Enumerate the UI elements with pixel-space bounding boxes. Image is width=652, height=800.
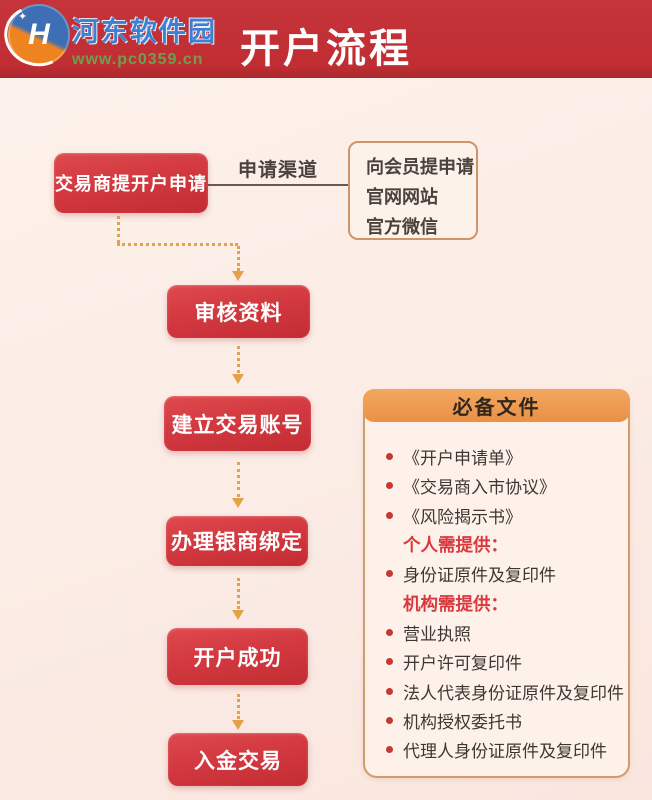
document-item: 代理人身份证原件及复印件 — [365, 735, 628, 764]
watermark-text: 河东软件园 www.pc0359.cn — [72, 4, 217, 69]
channel-item-website: 官网网站 — [366, 187, 438, 207]
documents-panel-title: 必备文件 — [363, 389, 630, 422]
site-logo-icon: ✦ H — [0, 0, 78, 75]
bullet-dot-icon — [386, 511, 393, 519]
channels-caption: 申请渠道 — [237, 160, 318, 181]
document-item: 身份证原件及复印件 — [365, 559, 628, 588]
site-logo: ✦ H 河东软件园 www.pc0359.cn — [0, 0, 217, 75]
connector-step4-step5 — [237, 578, 240, 609]
watermark-site-name: 河东软件园 — [72, 17, 217, 47]
connector-channels-line — [208, 184, 348, 186]
connector-elbow-vertical-2 — [237, 246, 240, 271]
watermark-site-url: www.pc0359.cn — [72, 51, 204, 68]
logo-monogram: H — [28, 18, 50, 51]
channels-box: 向会员提申请 官网网站 官方微信 — [348, 141, 478, 240]
bullet-dot-icon — [386, 453, 393, 461]
documents-panel: 必备文件 《开户申请单》 《交易商入市协议》 《风险揭示书》 个人需提供： 身份… — [363, 389, 630, 778]
arrow-down-icon — [232, 498, 244, 508]
arrow-down-icon — [232, 271, 244, 281]
arrow-down-icon — [232, 374, 244, 384]
flow-step-review: 审核资料 — [167, 285, 310, 338]
connector-step3-step4 — [237, 462, 240, 497]
connector-step5-step6 — [237, 694, 240, 719]
header-banner: ✦ H 河东软件园 www.pc0359.cn 开户流程 — [0, 0, 652, 78]
document-item: 《交易商入市协议》 — [365, 471, 628, 500]
arrow-down-icon — [232, 720, 244, 730]
document-item: 开户许可复印件 — [365, 647, 628, 676]
document-item: 机构授权委托书 — [365, 706, 628, 735]
channel-item-wechat: 官方微信 — [366, 217, 438, 237]
documents-list: 《开户申请单》 《交易商入市协议》 《风险揭示书》 个人需提供： 身份证原件及复… — [365, 442, 628, 764]
bullet-dot-icon — [386, 746, 393, 754]
bullet-dot-icon — [386, 658, 393, 666]
bullet-dot-icon — [386, 687, 393, 695]
page-title: 开户流程 — [240, 27, 412, 71]
document-item: 《开户申请单》 — [365, 442, 628, 471]
channel-item-member: 向会员提申请 — [366, 157, 474, 177]
flow-step-apply: 交易商提开户申请 — [54, 153, 208, 213]
connector-elbow-vertical-1 — [117, 216, 120, 243]
arrow-down-icon — [232, 610, 244, 620]
document-group-label-institution: 机构需提供： — [403, 593, 508, 614]
connector-step2-step3 — [237, 346, 240, 373]
bullet-dot-icon — [386, 482, 393, 490]
flow-step-bank-binding: 办理银商绑定 — [166, 516, 308, 566]
document-item: 《风险揭示书》 — [365, 501, 628, 530]
connector-elbow-horizontal — [117, 243, 238, 246]
bullet-dot-icon — [386, 570, 393, 578]
document-item: 营业执照 — [365, 618, 628, 647]
flow-step-create-account: 建立交易账号 — [164, 396, 311, 451]
document-item: 法人代表身份证原件及复印件 — [365, 676, 628, 705]
logo-star-icon: ✦ — [18, 11, 28, 23]
document-group-label-individual: 个人需提供： — [403, 535, 508, 556]
bullet-dot-icon — [386, 716, 393, 724]
flow-step-deposit-trade: 入金交易 — [168, 733, 308, 786]
flow-step-success: 开户成功 — [167, 628, 308, 685]
bullet-dot-icon — [386, 628, 393, 636]
